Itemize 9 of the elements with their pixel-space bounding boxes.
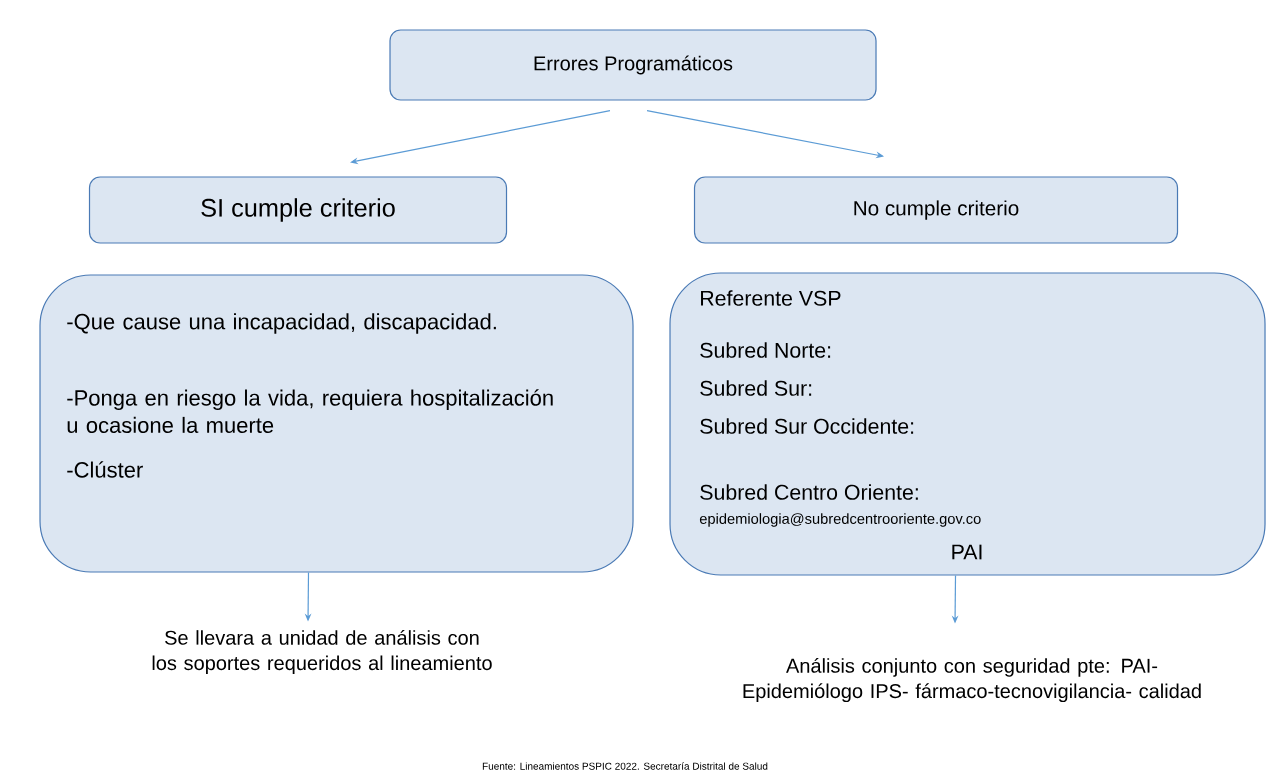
outcome-text: Se llevara a unidad de análisis con los soportes requeridos al lineamiento bbox=[152, 629, 492, 675]
title-box: Errores Programáticos bbox=[389, 29, 877, 101]
outcome-text: Análisis conjunto con seguridad pte: PAI- Epidemiólogo IPS- fármaco-tecnovigilancia- calidad bbox=[743, 657, 1201, 703]
process-box: No cumple criterio bbox=[693, 176, 1179, 244]
process-box: SI cumple criterio bbox=[88, 176, 508, 244]
arrow bbox=[350, 110, 611, 165]
source-caption: Fuente: Lineamientos PSPIC 2022. Secretaría Distrital de Salud bbox=[482, 762, 768, 770]
rounded-box: -Que cause una incapacidad, discapacidad. -Ponga en riesgo la vida, requiera hospitalización u ocasione la muerte -Clúster bbox=[39, 274, 634, 573]
rounded-box: Referente VSP Subred Norte: Subred Sur: Subred Sur Occidente: Subred Centro Oriente: epidemiologia@subredcentrooriente.gov.co PAI bbox=[669, 272, 1266, 576]
